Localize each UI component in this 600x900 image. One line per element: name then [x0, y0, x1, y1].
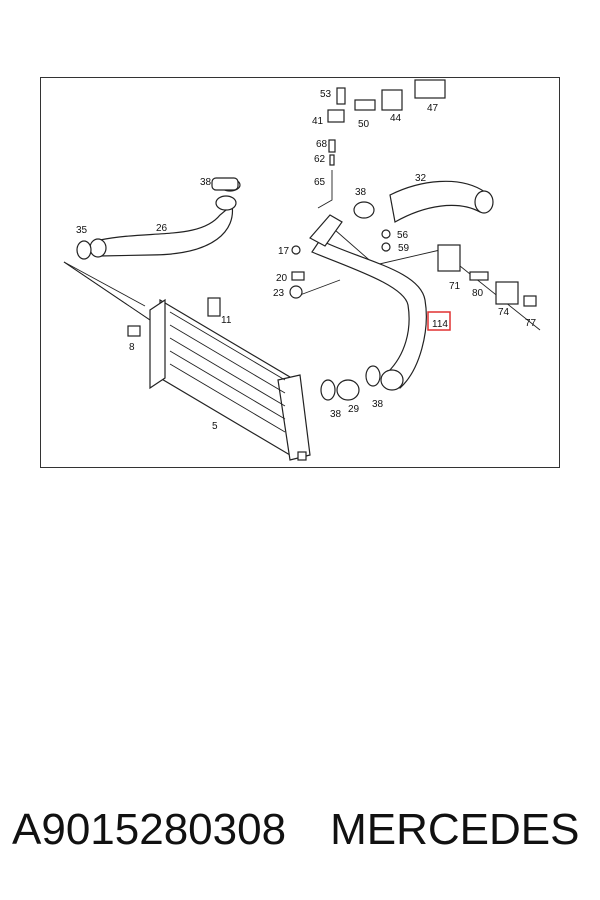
callout-29: 29 [348, 404, 360, 415]
callout-11: 11 [221, 315, 232, 326]
callout-77: 77 [525, 318, 537, 329]
callout-38-b: 38 [372, 399, 384, 410]
callout-5: 5 [212, 421, 218, 432]
clamp-35 [76, 240, 92, 260]
hose-26-end [89, 238, 107, 258]
callout-65: 65 [314, 177, 326, 188]
part-number: A9015280308 [12, 805, 287, 854]
callout-71: 71 [449, 281, 461, 292]
callout-114: 114 [432, 319, 448, 330]
callout-41: 41 [312, 116, 324, 127]
callout-50: 50 [358, 119, 370, 130]
callout-59: 59 [398, 243, 410, 254]
hose-upper [309, 214, 343, 247]
highlight-box-114 [427, 311, 451, 331]
coupler-29 [336, 379, 360, 401]
callout-38-a: 38 [330, 409, 342, 420]
callout-38-c: 38 [355, 187, 367, 198]
callout-56: 56 [397, 230, 409, 241]
hose-26-top [215, 195, 237, 211]
diagram-frame [40, 77, 560, 468]
callout-17: 17 [278, 246, 290, 257]
callout-23: 23 [273, 288, 285, 299]
callout-74: 74 [498, 307, 510, 318]
callout-32: 32 [415, 173, 427, 184]
callout-8: 8 [129, 342, 135, 353]
hose-114 [311, 239, 427, 389]
clamp-38-a [320, 379, 336, 401]
callout-53: 53 [320, 89, 332, 100]
callout-35: 35 [76, 225, 88, 236]
hose-114-end [380, 369, 404, 391]
clamp-38-b [365, 365, 381, 387]
hose-32 [389, 180, 486, 223]
callout-20: 20 [276, 273, 288, 284]
intercooler [149, 298, 311, 461]
callout-26: 26 [156, 223, 168, 234]
small-parts [127, 79, 537, 337]
callout-62: 62 [314, 154, 326, 165]
brand-name: MERCEDES [330, 805, 580, 854]
clamp-38-c [353, 201, 375, 219]
callout-47: 47 [427, 103, 439, 114]
part-caption: A9015280308 MERCEDES [12, 805, 592, 865]
hose-32-end [474, 190, 494, 214]
callout-80: 80 [472, 288, 484, 299]
callout-38-top: 38 [200, 177, 212, 188]
callout-labels: 53 41 50 44 47 68 62 65 38 32 38 35 26 1… [76, 89, 537, 432]
callout-44: 44 [390, 113, 402, 124]
callout-68: 68 [316, 139, 328, 150]
